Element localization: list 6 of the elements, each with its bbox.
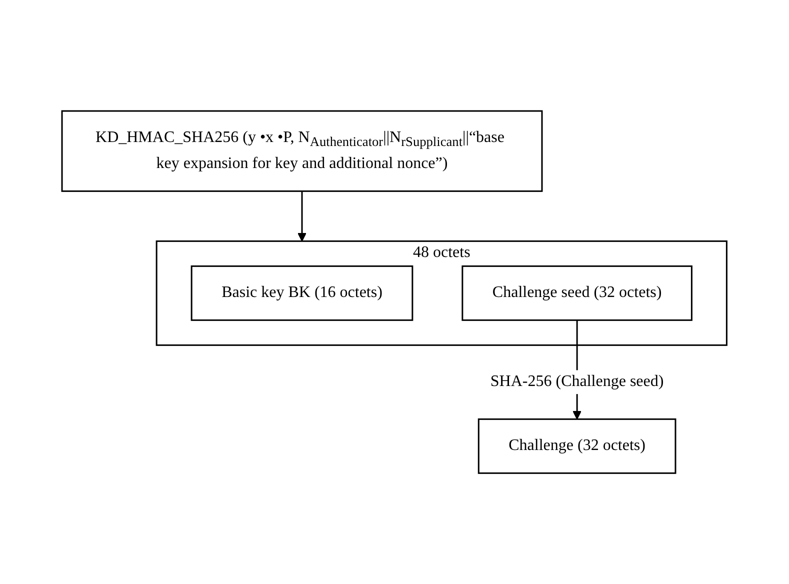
node-box: Challenge (32 octets) [478,418,676,474]
node-box: Challenge seed (32 octets) [462,265,693,321]
node-box: Basic key BK (16 octets) [190,265,414,321]
arrow [298,191,307,242]
node-box: KD_HMAC_SHA256 (y •x •P, N$_{Authenticator}$||N$_{rSupplicant}$||“base key expansion for key and additional nonce”) [61,110,543,192]
edge-label: SHA-256 (Challenge seed) [490,373,664,390]
